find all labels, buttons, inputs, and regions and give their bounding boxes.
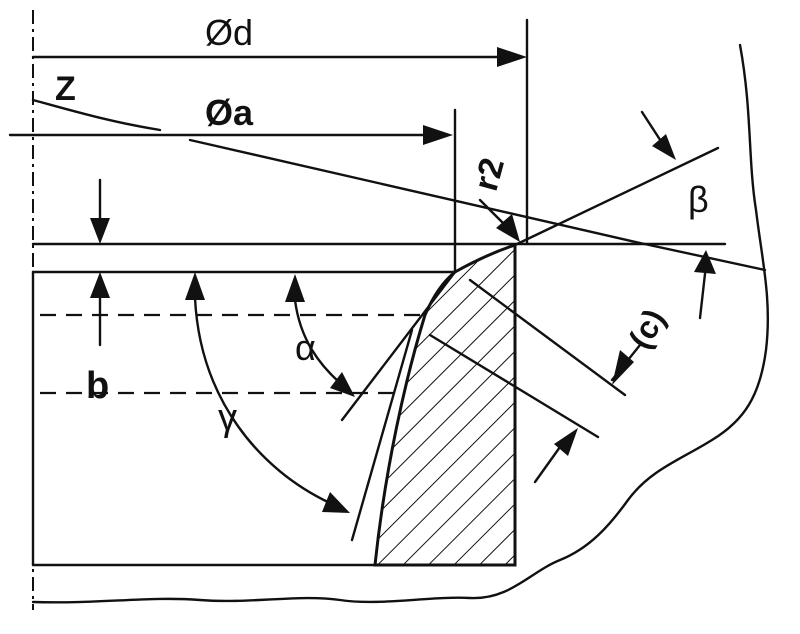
alpha-arrow-top — [285, 274, 305, 302]
alpha-arc — [293, 298, 342, 385]
label-diameter-d: Ød — [205, 12, 253, 53]
gamma-arrow-top — [185, 272, 205, 300]
beta-arrow-upper — [652, 134, 676, 160]
label-r2: r2 — [467, 154, 512, 195]
gamma-arc — [193, 296, 332, 505]
c-arrow-lower — [554, 428, 578, 456]
b-arrow-lower — [90, 272, 110, 298]
b-arrow-upper — [90, 218, 110, 244]
c-arrow-upper — [612, 350, 634, 385]
alpha-edge-line — [340, 270, 457, 422]
beta-arrow-lower — [694, 250, 716, 274]
r2-arrow — [496, 214, 520, 242]
arrowhead-d — [497, 47, 527, 67]
label-z: Z — [55, 70, 76, 108]
hatched-section — [373, 242, 517, 567]
gamma-edge-line — [350, 328, 414, 542]
c-parallel-line-1 — [468, 278, 627, 397]
gamma-arrow-bottom — [322, 492, 350, 513]
break-outline — [31, 43, 770, 604]
label-gamma: γ — [218, 397, 237, 439]
label-b: b — [86, 365, 109, 407]
z-profile-line — [31, 98, 162, 132]
alpha-arrow-bottom — [330, 372, 355, 397]
beta-angle-line — [513, 146, 720, 247]
arrowhead-a — [423, 125, 453, 145]
label-diameter-a: Øa — [205, 92, 254, 133]
c-parallel-line-2 — [428, 333, 600, 439]
label-c: (c) — [622, 303, 673, 355]
label-alpha: α — [295, 327, 316, 368]
beta-leader-lower — [698, 263, 708, 320]
tooth-flank-line — [188, 138, 642, 245]
label-beta: β — [688, 179, 709, 220]
